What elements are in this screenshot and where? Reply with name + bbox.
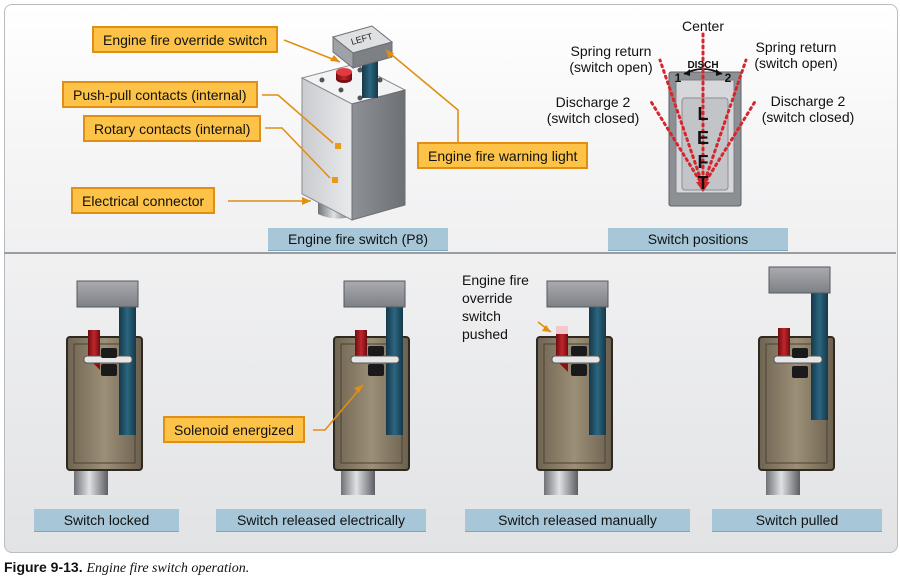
switch-pulled-figure (758, 266, 835, 495)
handle-letter-t: T (697, 173, 709, 193)
callout-electrical-connector: Electrical connector (71, 187, 216, 214)
switch-locked-figure (66, 280, 143, 495)
callout-override-switch: Engine fire override switch (92, 26, 279, 53)
label-position-2: 2 (724, 71, 732, 85)
handle-letter-l: L (697, 104, 709, 124)
caption-switch-released-manually: Switch released manually (465, 509, 690, 532)
label-discharge-right: Discharge 2(switch closed) (761, 93, 855, 125)
caption-switch-pulled: Switch pulled (712, 509, 882, 532)
handle-letter-e: E (696, 128, 709, 148)
label-position-1: 1 (674, 71, 682, 85)
engine-fire-switch-3d: LEFT (300, 25, 407, 221)
override-button (336, 68, 352, 76)
label-discharge-left: Discharge 2(switch closed) (546, 94, 640, 126)
callout-push-pull-contacts: Push-pull contacts (internal) (62, 81, 258, 108)
section-divider (4, 252, 896, 254)
callout-warning-light: Engine fire warning light (417, 142, 589, 169)
label-spring-return-right: Spring return(switch open) (754, 39, 838, 71)
caption-switch-locked: Switch locked (34, 509, 179, 532)
label-disch: DISCH (687, 60, 719, 71)
box-side (351, 89, 406, 221)
handle-shaft (362, 58, 378, 98)
label-spring-return-left: Spring return(switch open) (569, 43, 653, 75)
callout-rotary-contacts: Rotary contacts (internal) (83, 115, 262, 142)
handle-letter-f: F (697, 152, 709, 172)
leader-arrowheads (302, 50, 394, 205)
switch-positions-figure (648, 28, 758, 207)
push-pull-contact-marker (335, 143, 341, 149)
caption-switch-positions: Switch positions (608, 228, 788, 251)
figure-number: Figure 9-13. (4, 559, 83, 575)
caption-engine-fire-switch: Engine fire switch (P8) (268, 228, 448, 251)
caption-switch-released-electrically: Switch released electrically (216, 509, 426, 532)
figure-title: Engine fire switch operation. (86, 561, 250, 576)
figure-caption: Figure 9-13. Engine fire switch operatio… (4, 559, 249, 577)
position-dotted-lines (648, 28, 758, 188)
switch-released-manually-figure (536, 280, 613, 495)
switch-released-electrically-figure (333, 280, 410, 495)
rotary-contact-marker (332, 177, 338, 183)
label-center: Center (681, 18, 725, 34)
callout-solenoid-energized: Solenoid energized (163, 416, 305, 443)
